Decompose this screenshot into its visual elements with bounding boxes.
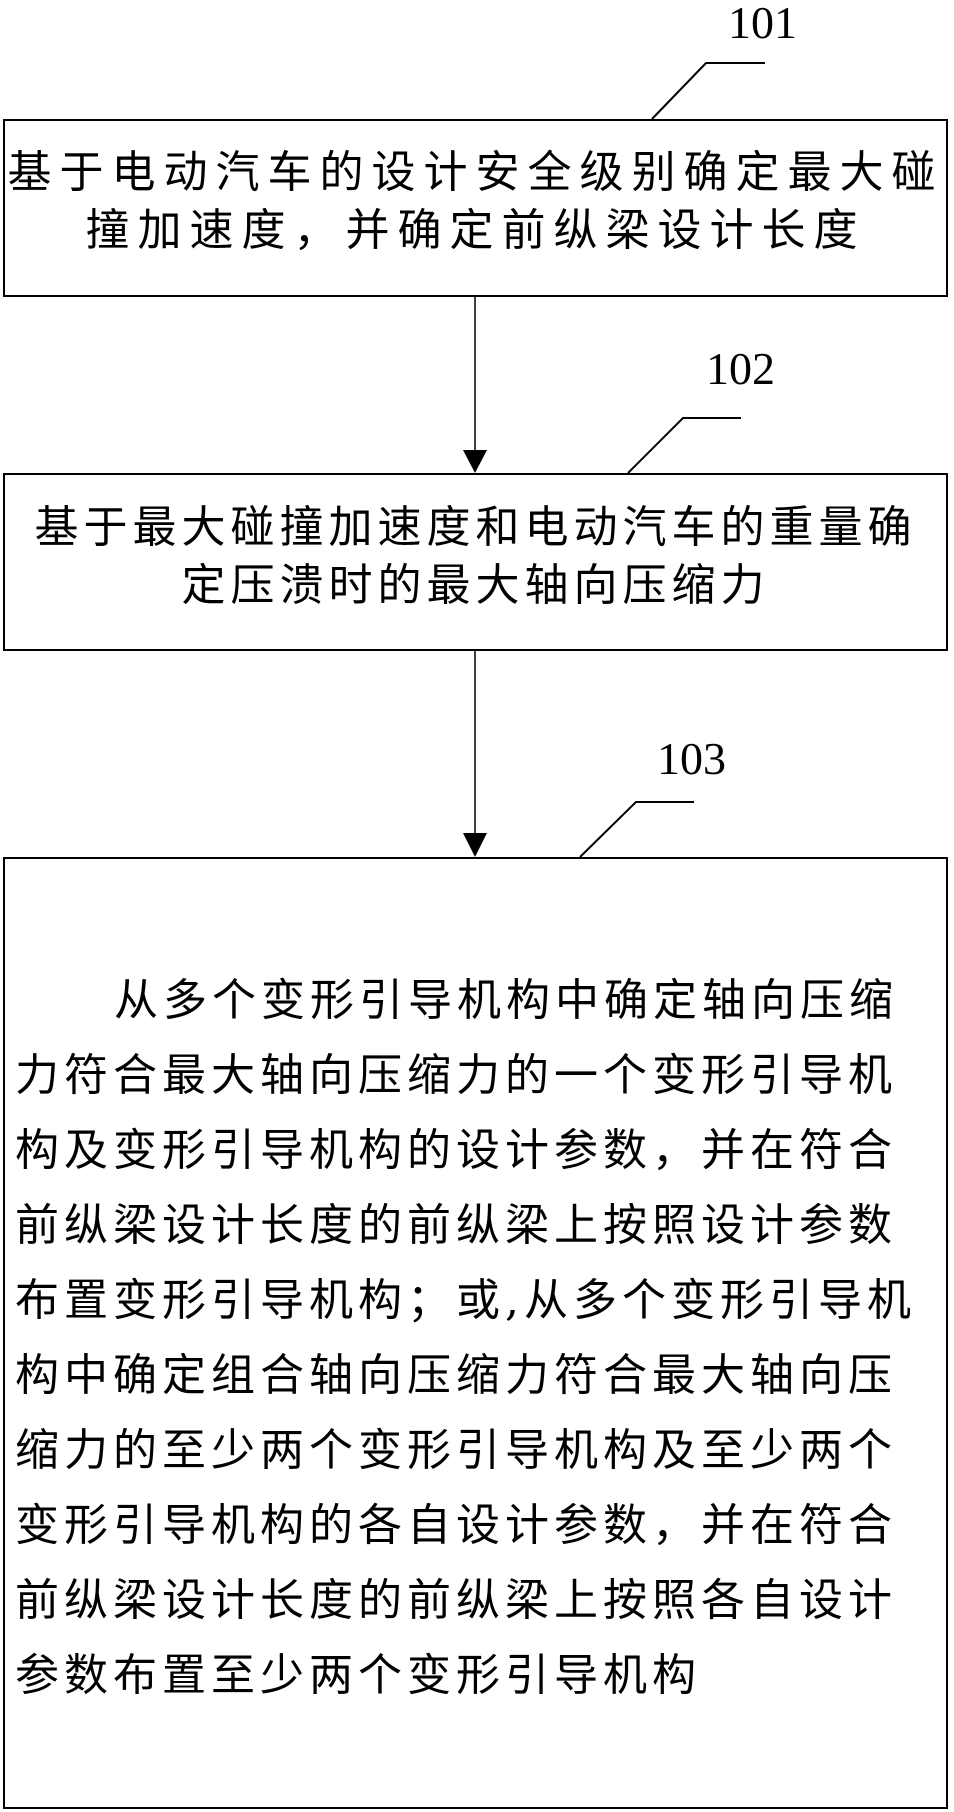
step-text-line: 基于电动汽车的设计安全级别确定最大碰 <box>7 147 944 198</box>
step-text-line: 定压溃时的最大轴向压缩力 <box>181 560 770 611</box>
step-text-line: 布置变形引导机构；或,从多个变形引导机 <box>15 1275 916 1326</box>
step-text-line: 力符合最大轴向压缩力的一个变形引导机 <box>15 1050 897 1101</box>
step-text-line: 前纵梁设计长度的前纵梁上按照各自设计 <box>15 1575 897 1626</box>
step-text-103: 从多个变形引导机构中确定轴向压缩 力符合最大轴向压缩力的一个变形引导机 构及变形… <box>15 963 916 1713</box>
step-text-line: 构中确定组合轴向压缩力符合最大轴向压 <box>15 1350 897 1401</box>
step-text-line: 基于最大碰撞加速度和电动汽车的重量确 <box>34 502 917 553</box>
step-text-101: 基于电动汽车的设计安全级别确定最大碰 撞加速度，并确定前纵梁设计长度 <box>5 144 946 260</box>
step-text-line: 前纵梁设计长度的前纵梁上按照设计参数 <box>15 1200 897 1251</box>
step-text-line: 变形引导机构的各自设计参数，并在符合 <box>15 1500 897 1551</box>
step-text-line: 撞加速度，并确定前纵梁设计长度 <box>85 205 866 256</box>
arrow-102-to-103 <box>463 651 487 857</box>
arrowhead-icon <box>463 833 487 857</box>
leader-line-103 <box>579 801 694 858</box>
arrowhead-icon <box>463 450 487 473</box>
step-text-line: 缩力的至少两个变形引导机构及至少两个 <box>15 1425 897 1476</box>
step-box-102: 基于最大碰撞加速度和电动汽车的重量确 定压溃时的最大轴向压缩力 <box>3 473 948 651</box>
step-text-102: 基于最大碰撞加速度和电动汽车的重量确 定压溃时的最大轴向压缩力 <box>5 499 946 615</box>
step-text-line: 从多个变形引导机构中确定轴向压缩 <box>114 975 898 1026</box>
step-ref-label-103: 103 <box>657 733 726 784</box>
step-box-101: 基于电动汽车的设计安全级别确定最大碰 撞加速度，并确定前纵梁设计长度 <box>3 119 948 297</box>
step-text-line: 构及变形引导机构的设计参数，并在符合 <box>15 1125 897 1176</box>
step-ref-label-101: 101 <box>728 0 797 48</box>
leader-line-101 <box>651 62 765 120</box>
step-text-line: 参数布置至少两个变形引导机构 <box>15 1650 701 1701</box>
step-box-103: 从多个变形引导机构中确定轴向压缩 力符合最大轴向压缩力的一个变形引导机 构及变形… <box>3 857 948 1809</box>
leader-line-102 <box>627 417 741 474</box>
arrow-101-to-102 <box>463 297 487 473</box>
step-ref-label-102: 102 <box>706 343 775 394</box>
